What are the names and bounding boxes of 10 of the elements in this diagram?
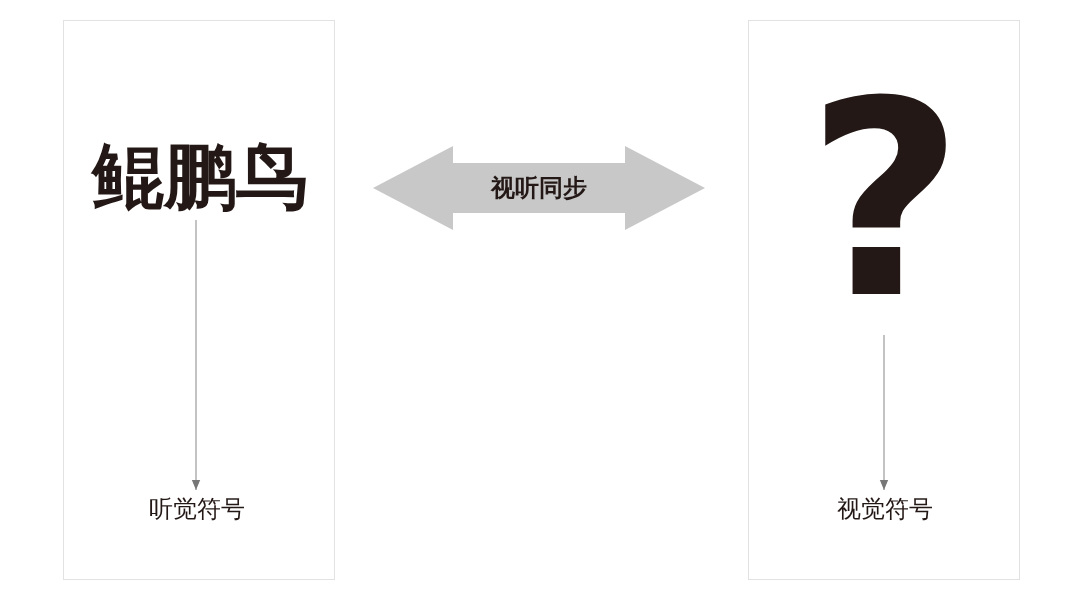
caption-text: 听觉符号 xyxy=(121,491,273,527)
panel-card xyxy=(63,20,335,580)
panel-card xyxy=(748,20,1020,580)
edge-label: 视听同步 xyxy=(491,173,587,204)
arrow xyxy=(191,219,201,491)
double-arrow xyxy=(373,146,705,230)
caption-text: 视觉符号 xyxy=(809,491,961,527)
title-text: 鲲鹏鸟 xyxy=(84,131,316,221)
arrow xyxy=(879,334,889,491)
question-mark: ? xyxy=(815,66,955,336)
